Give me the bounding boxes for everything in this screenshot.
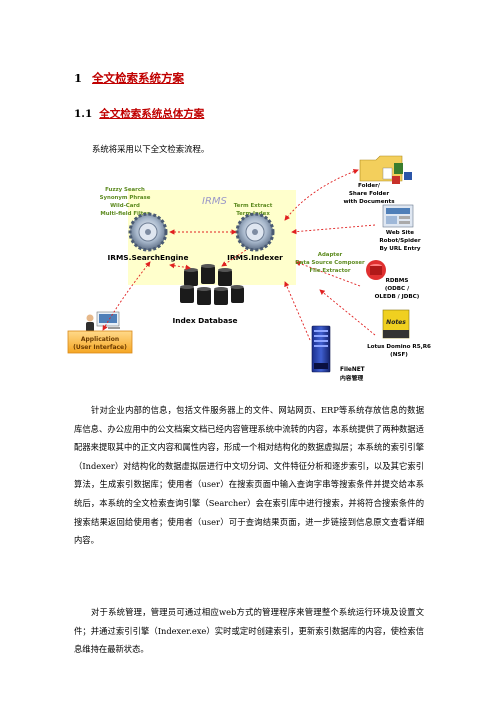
website-labels: Web Site Robot/Spider By URL Entry	[379, 230, 421, 252]
lotus-line-2: (NSF)	[390, 352, 408, 358]
folder-line-2: Share Folder	[349, 191, 389, 197]
heading-1: 1 全文检索系统方案	[74, 70, 184, 86]
feature-synonym: Synonym Phrase	[100, 195, 151, 201]
heading-1-1-title[interactable]: 全文检索系统总体方案	[99, 108, 205, 120]
searchengine-gear-icon	[128, 212, 168, 252]
feature-wildcard: Wild-Card	[110, 203, 140, 209]
index-database-icon	[180, 264, 244, 305]
lotus-notes-box-label: Notes	[386, 319, 406, 326]
filenet-labels: FileNET 内容管理	[340, 367, 365, 382]
filenet-line-2: 内容管理	[340, 374, 363, 382]
website-line-1: Web Site	[386, 230, 414, 236]
adapter-composer: Data Source Composer	[295, 260, 365, 266]
filenet-server-icon	[311, 325, 331, 373]
feature-fuzzy: Fuzzy Search	[105, 187, 145, 193]
intro-text: 系统将采用以下全文检索流程。	[92, 144, 210, 154]
searchengine-label: IRMS.SearchEngine	[108, 253, 189, 262]
lotus-line-1: Lotus Domino R5,R6	[367, 344, 431, 350]
rdbms-labels: RDBMS (ODBC / OLEDB / JDBC)	[375, 278, 420, 300]
term-extract: Term Extract	[234, 203, 273, 209]
heading-1-number: 1	[74, 71, 83, 85]
folder-line-1: Folder/	[358, 183, 381, 189]
body-paragraph-1: 针对企业内部的信息，包括文件服务器上的文件、网站网页、ERP等系统存放信息的数据…	[74, 405, 424, 546]
rdbms-icon	[366, 260, 386, 280]
lotus-labels: Lotus Domino R5,R6 (NSF)	[367, 344, 431, 358]
folder-line-3: with Documents	[343, 199, 395, 205]
rdbms-line-1: RDBMS	[386, 278, 409, 284]
index-database-label: Index Database	[173, 316, 238, 325]
body-paragraph-2: 对于系统管理，管理员可通过相应web方式的管理程序来管理整个系统运行环境及设置文…	[74, 607, 424, 655]
website-line-2: Robot/Spider	[379, 238, 420, 244]
application-sublabel: (User Interface)	[73, 344, 127, 351]
search-features: Fuzzy Search Synonym Phrase Wild-Card Mu…	[100, 187, 151, 217]
lotus-notes-icon	[382, 309, 410, 339]
folder-labels: Folder/ Share Folder with Documents	[343, 183, 395, 205]
website-line-3: By URL Entry	[379, 246, 420, 252]
adapter-title: Adapter	[318, 252, 343, 258]
feature-multifield: Multi-field Filter	[100, 211, 150, 217]
application-box[interactable]	[67, 330, 133, 354]
adapter-labels: Adapter Data Source Composer File Extrac…	[295, 252, 365, 274]
indexer-gear-icon	[235, 212, 275, 252]
rdbms-line-2: (ODBC /	[385, 286, 410, 292]
indexer-label: IRMS.Indexer	[227, 253, 283, 262]
rdbms-line-3: OLEDB / JDBC)	[375, 294, 420, 300]
irms-label: IRMS	[202, 196, 228, 207]
application-user-icon	[86, 311, 120, 332]
heading-1-title[interactable]: 全文检索系统方案	[92, 71, 185, 85]
website-icon	[382, 204, 414, 228]
heading-1-1-number: 1.1	[74, 108, 93, 120]
heading-1-1: 1.1 全文检索系统总体方案	[74, 106, 204, 121]
application-label: Application	[81, 336, 119, 343]
filenet-line-1: FileNET	[340, 367, 365, 373]
folder-icon	[359, 155, 412, 184]
adapter-extractor: File Extractor	[309, 268, 350, 274]
